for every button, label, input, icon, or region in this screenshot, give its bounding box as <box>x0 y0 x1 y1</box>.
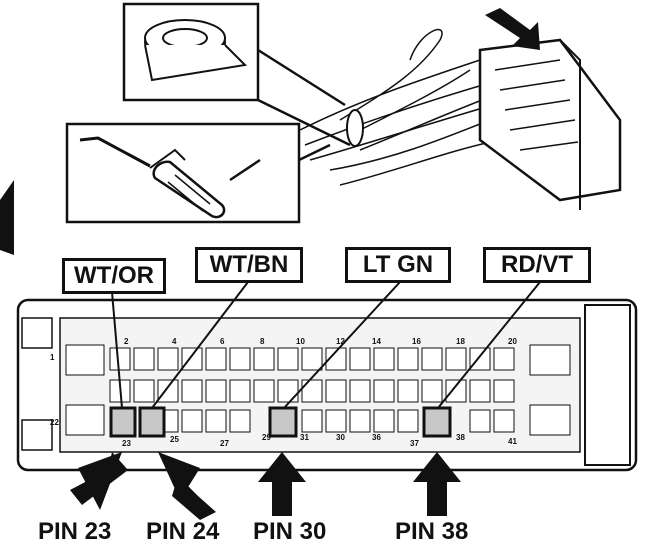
pick-and-screwdriver-box <box>65 122 331 224</box>
pin-label-30: PIN 30 <box>253 518 327 545</box>
cavity-number: 38 <box>456 433 465 442</box>
pin-label-24: PIN 24 <box>146 518 220 545</box>
pin-30-cavity <box>268 406 298 438</box>
cavity-number: 18 <box>456 337 465 346</box>
wire-label-rd-vt: RD/VT <box>483 247 591 283</box>
pin-24-arrowhead <box>158 452 200 500</box>
cavity-number: 22 <box>50 418 59 427</box>
pin-30-arrow <box>258 452 306 516</box>
cavity-number: 27 <box>220 439 229 448</box>
cavity-number: 1 <box>50 353 55 362</box>
pin-24-arrow-shaft <box>172 476 216 520</box>
screwdriver-icon <box>149 148 261 219</box>
leader-lines <box>111 281 541 409</box>
pin-23-cavity <box>109 406 137 438</box>
pin-38-arrow <box>413 452 461 516</box>
connector-face: 1 2 4 6 8 10 12 14 16 18 20 22 23 25 27 … <box>16 298 638 472</box>
pin-23-arrowhead <box>78 452 122 510</box>
wire-label-wt-or: WT/OR <box>62 258 166 294</box>
cavity-number: 2 <box>124 337 129 346</box>
cavity-number: 23 <box>122 439 131 448</box>
cavity-number: 29 <box>262 433 271 442</box>
tape-roll-icon <box>122 2 351 147</box>
cavity-number: 37 <box>410 439 419 448</box>
wire-label-wt-bn: WT/BN <box>195 247 303 283</box>
cavity-number: 8 <box>260 337 265 346</box>
wire-harness-connector-icon <box>299 8 622 210</box>
cavity-number: 6 <box>220 337 225 346</box>
edge-arrow-fragment <box>0 180 14 255</box>
cavity-number: 10 <box>296 337 305 346</box>
pin-label-38: PIN 38 <box>395 518 469 545</box>
cavity-number: 14 <box>372 337 381 346</box>
cavity-number: 41 <box>508 437 517 446</box>
pin-arrows <box>70 452 461 520</box>
pin-label-23: PIN 23 <box>38 518 112 545</box>
cavity-number: 25 <box>170 435 179 444</box>
cavity-number: 16 <box>412 337 421 346</box>
cavity-number: 30 <box>336 433 345 442</box>
pick-tool-icon <box>79 136 151 168</box>
cavity-number: 36 <box>372 433 381 442</box>
pin-24-cavity <box>138 406 166 438</box>
wire-label-lt-gn: LT GN <box>345 247 451 283</box>
cavity-number: 31 <box>300 433 309 442</box>
cavity-number: 4 <box>172 337 177 346</box>
cavity-number: 20 <box>508 337 517 346</box>
pin-38-cavity <box>422 406 452 438</box>
cavity-number: 12 <box>336 337 345 346</box>
